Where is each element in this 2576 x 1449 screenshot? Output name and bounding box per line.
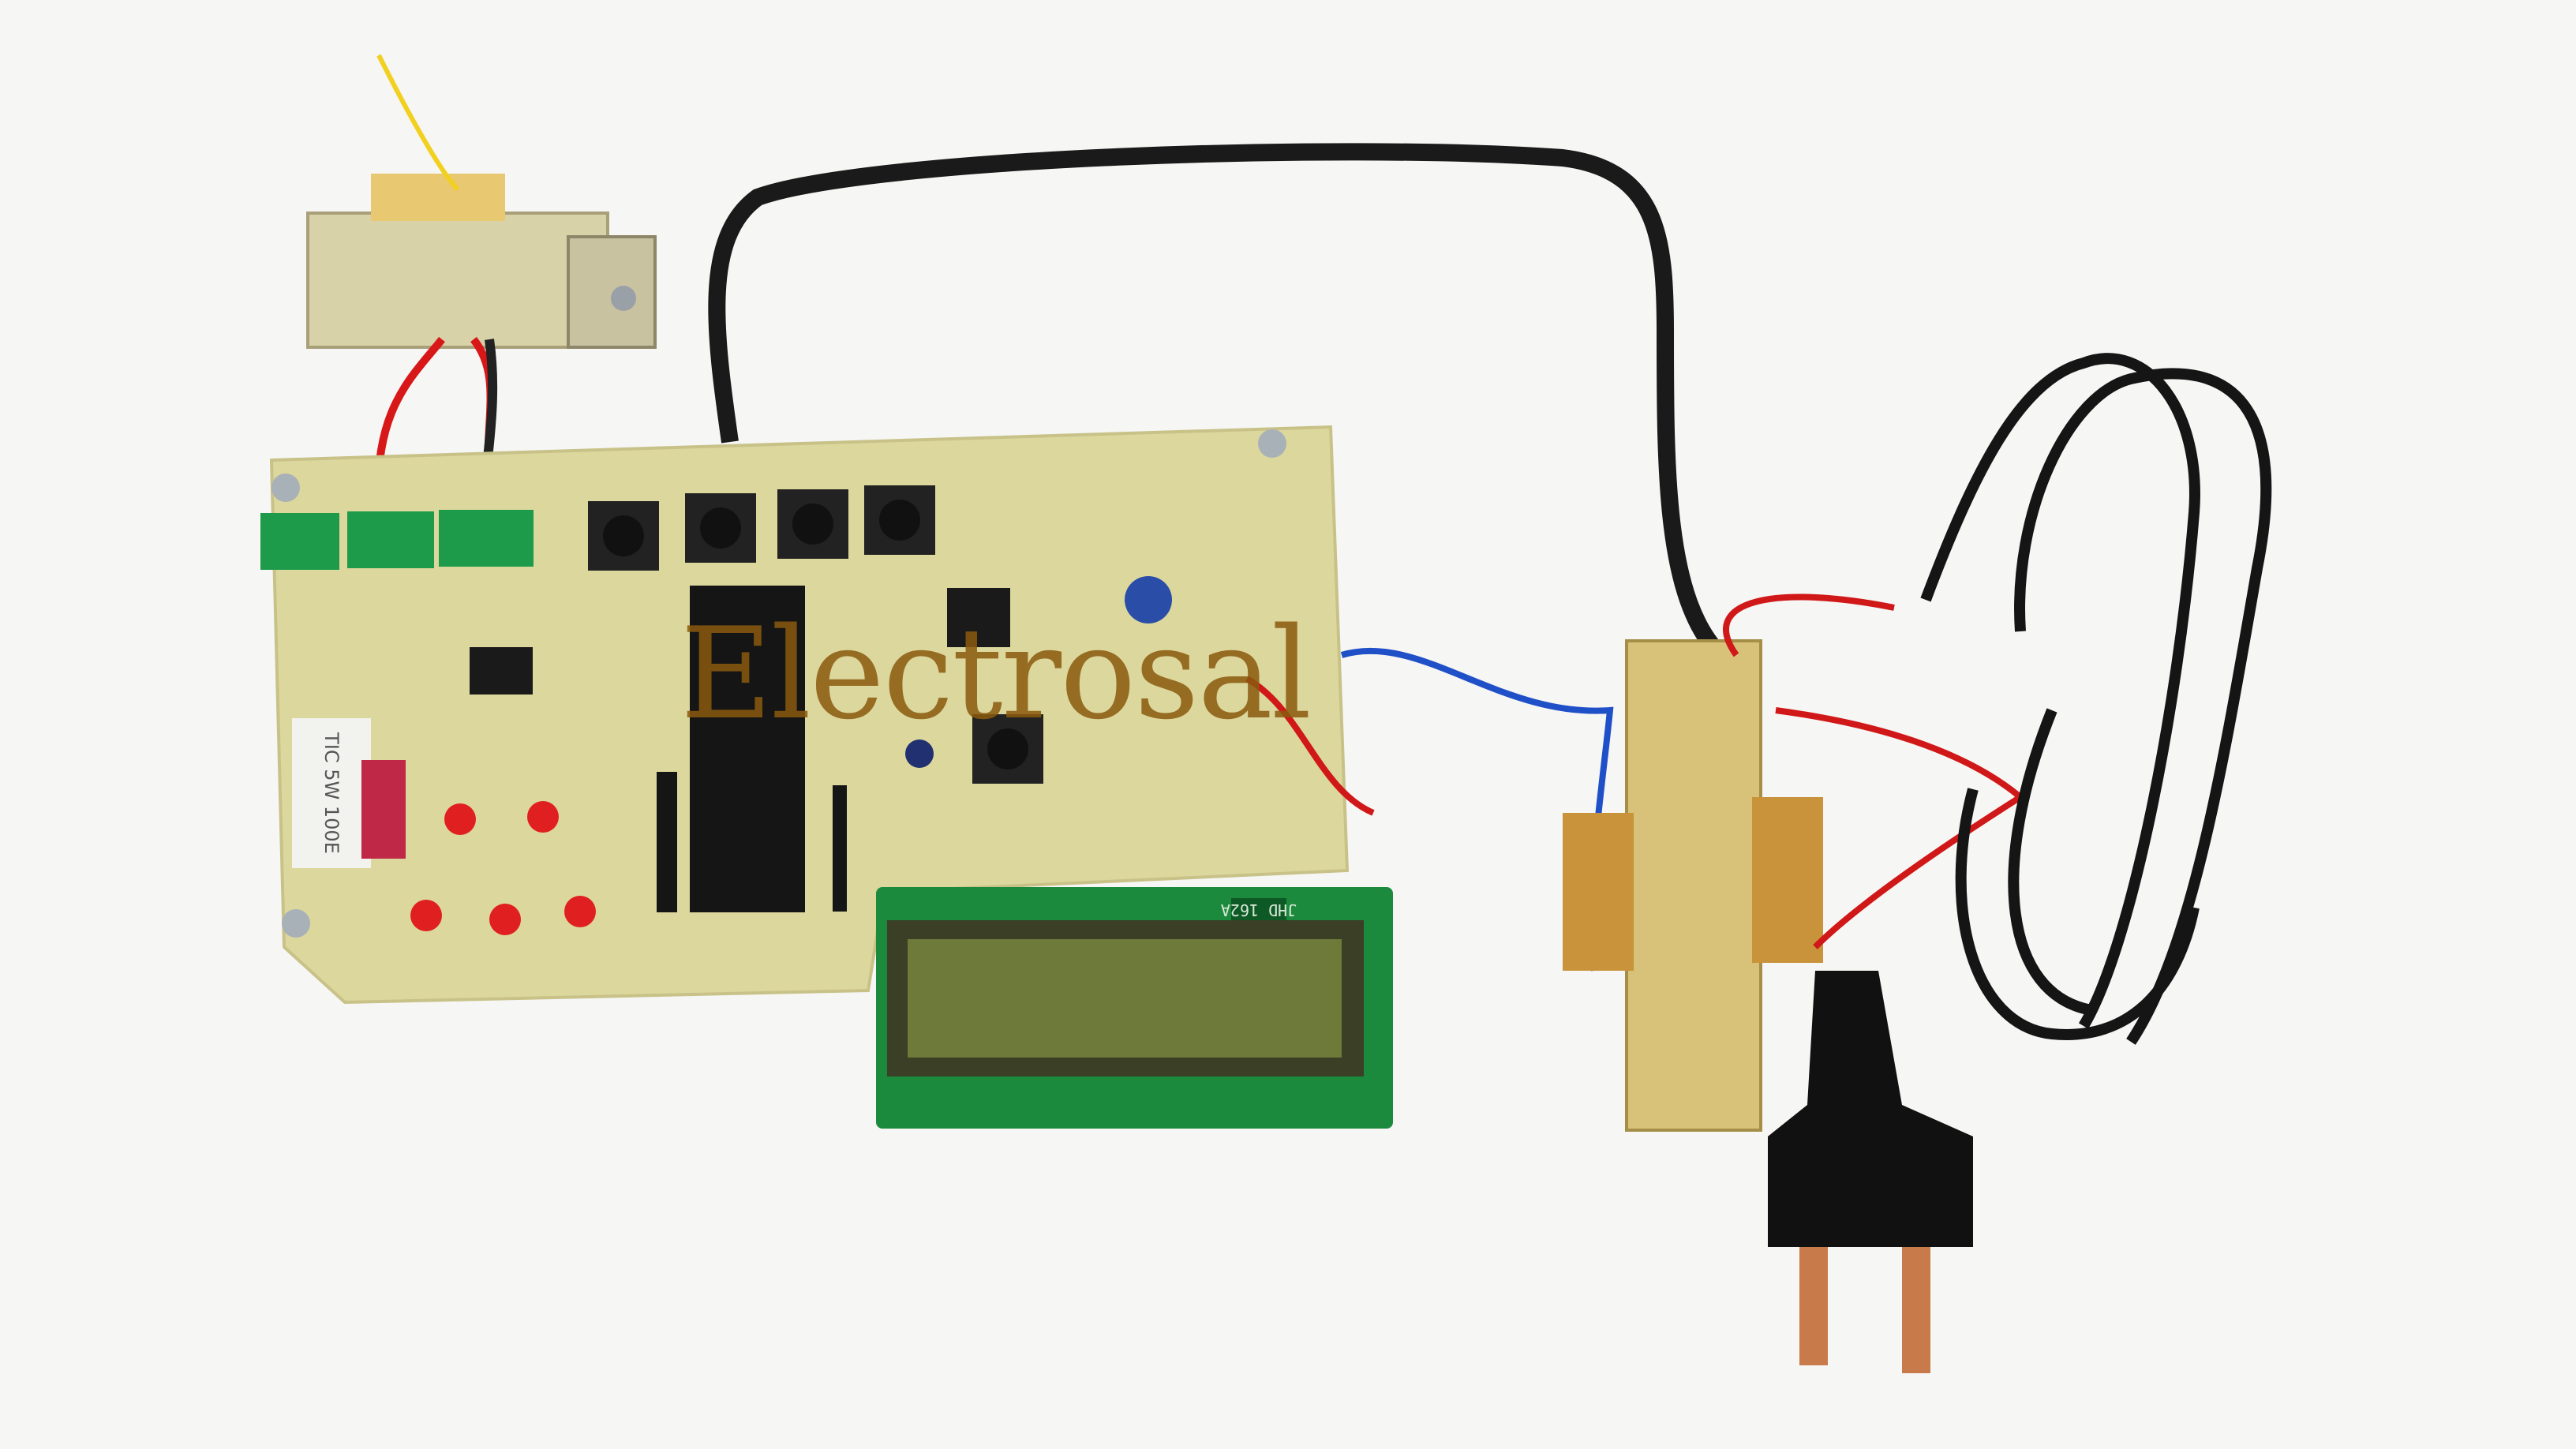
- capacitor: [1125, 576, 1172, 623]
- ic-socket: [657, 772, 677, 912]
- microcontroller-ic: [690, 586, 805, 912]
- transformer-small: [306, 54, 657, 522]
- lcd-model-label: JHD 162A: [1221, 900, 1297, 919]
- film-capacitor: [361, 760, 406, 859]
- power-cable: [708, 143, 1727, 661]
- status-leds: [410, 801, 596, 935]
- mounting-screws: [271, 429, 1286, 938]
- coiled-mains-cord: [1920, 353, 2272, 1045]
- terminal-blocks: [260, 510, 534, 570]
- transformer-large: [1563, 593, 2026, 1132]
- power-resistor: [292, 718, 371, 868]
- push-buttons: [588, 485, 1043, 784]
- small-ics: [470, 588, 1010, 695]
- header-pins: [833, 785, 847, 912]
- mains-plug: [1768, 971, 1973, 1373]
- watermark-text: Electrosal: [680, 600, 1312, 747]
- capacitor: [905, 739, 934, 768]
- wire-red: [1245, 676, 1375, 816]
- lcd-module: JHD 162A: [876, 887, 1393, 1129]
- resistor-marking: TIC 5W 100E: [320, 732, 343, 854]
